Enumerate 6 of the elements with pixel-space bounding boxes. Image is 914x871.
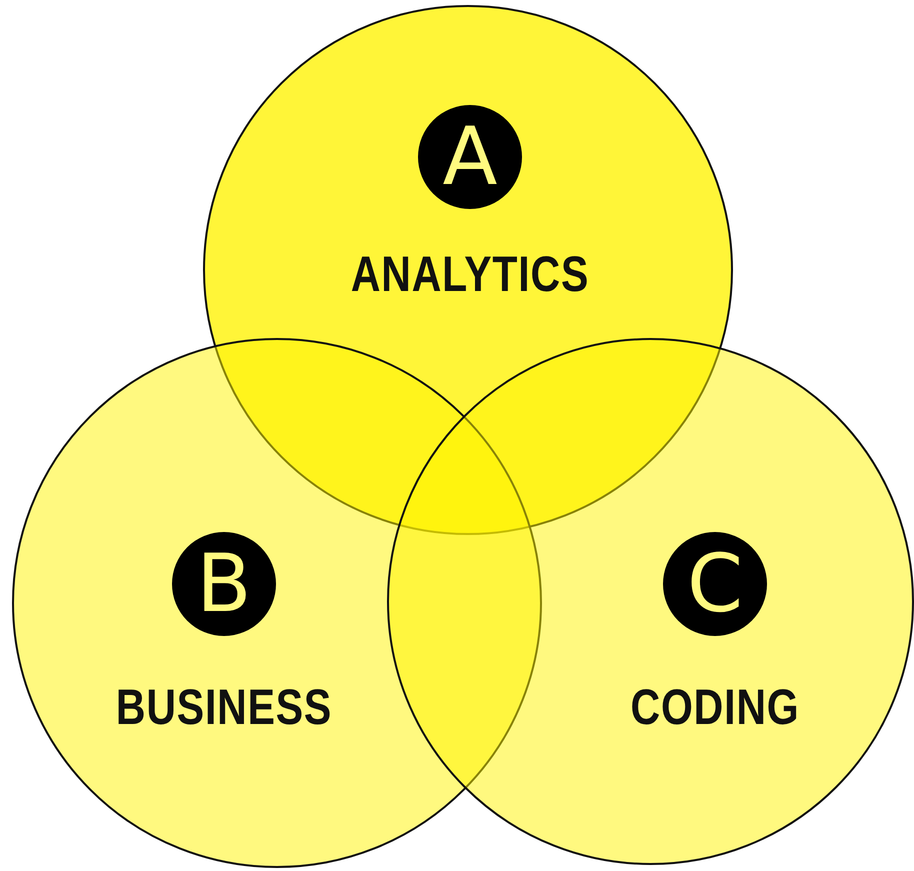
letter-badge: C	[663, 532, 767, 636]
circle-label: BUSINESS	[116, 678, 332, 736]
letter-badge: A	[418, 105, 522, 209]
circle-label: ANALYTICS	[350, 245, 590, 303]
circle-label: CODING	[630, 678, 800, 736]
letter-badge: B	[172, 532, 276, 636]
